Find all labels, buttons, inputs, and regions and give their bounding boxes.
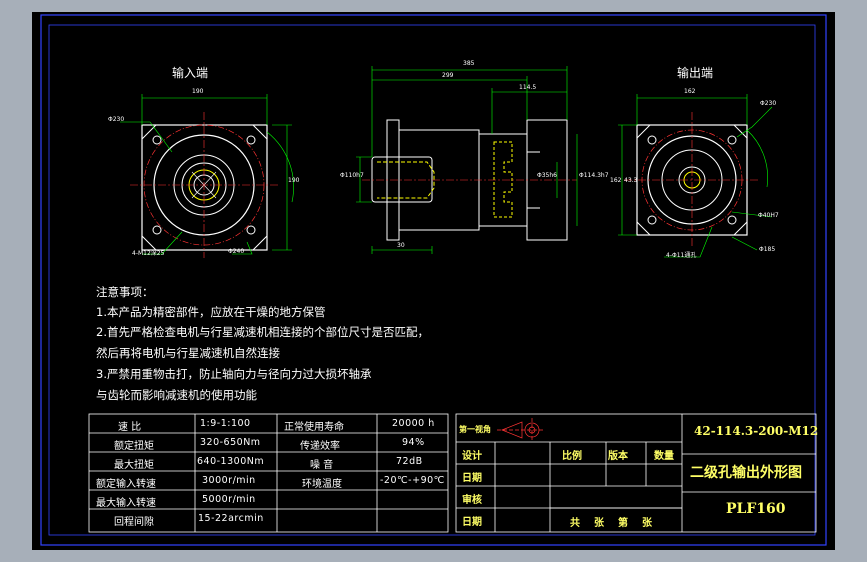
date-label-2: 日期 [462,517,482,528]
spec-label-2: 正常使用寿命 [284,422,344,433]
spec-value-2: 94% [402,437,425,448]
dim-side-dia-1: Φ110h7 [340,172,364,179]
dim-right-1: Φ230 [760,100,777,107]
spec-value-2: 72dB [396,456,423,467]
dim-right-2: 4-Φ11通孔 [666,252,697,259]
spec-label: 最大输入转速 [96,498,156,509]
dim-side-dia-3: Φ114.3h7 [579,172,609,179]
outer-frame [40,14,827,546]
output-end-view [618,94,773,258]
drawing-title: 二级孔输出外形图 [690,465,802,481]
sheets-label: 共 张 第 张 [570,518,654,529]
spec-value: 15-22arcmin [198,513,264,524]
spec-label: 额定扭矩 [114,441,154,452]
spec-table-grid [88,413,449,533]
spec-value: 640-1300Nm [197,456,265,467]
spec-value: 5000r/min [202,494,256,505]
review-label: 审核 [462,495,482,506]
spec-value: 1:9-1:100 [200,418,251,429]
model-code: 42-114.3-200-M12 [694,424,819,438]
projection-label: 第一视角 [459,425,491,434]
note-line-5: 与齿轮而影响减速机的使用功能 [96,388,257,402]
dim-right-4: Φ40H7 [758,212,779,219]
scale-label: 比例 [562,451,582,462]
spec-label-2: 环境温度 [302,479,342,490]
spec-label: 额定输入转速 [96,479,156,490]
design-label: 设计 [462,451,482,462]
quantity-label: 数量 [654,451,674,462]
spec-value-2: 20000 h [392,418,435,429]
notes-heading: 注意事项： [96,285,154,299]
input-end-view [120,94,294,258]
dim-top-1: 385 [463,60,475,67]
dim-left-2: 4-M12深25 [132,250,165,257]
dim-side-dia-2: Φ35h6 [537,172,557,179]
dim-left-width: 190 [192,88,204,95]
spec-label: 回程间隙 [114,517,154,528]
spec-label-2: 噪 音 [310,460,334,471]
spec-label: 速 比 [118,422,142,433]
spec-label-2: 传递效率 [300,441,340,452]
side-view [356,66,578,254]
dim-right-3: Φ185 [759,246,776,253]
projection-symbol [497,418,544,442]
spec-value-2: -20℃-+90℃ [380,475,445,486]
dim-left-side: 190 [288,177,300,184]
spec-value: 320-650Nm [200,437,261,448]
spec-value: 3000r/min [202,475,256,486]
dim-bottom-small: 30 [397,242,405,249]
date-label-1: 日期 [462,473,482,484]
dim-top-3: 114.5 [519,84,537,91]
version-label: 版本 [608,451,628,462]
product-name: PLF160 [726,501,786,517]
drawing-sheet: 输入端 输出端 190 Φ230 4-M12深25 Φ240 190 385 2… [32,12,835,550]
output-end-label: 输出端 [677,66,714,80]
dim-right-small: 43.3 [624,177,638,184]
note-line-3: 然后再将电机与行星减速机自然连接 [96,346,280,360]
dim-left-3: Φ240 [228,248,245,255]
cad-drawing [40,14,827,546]
input-end-label: 输入端 [172,66,209,80]
dim-right-width: 162 [684,88,696,95]
inner-frame [48,24,816,536]
dim-left-1: Φ230 [108,116,125,123]
spec-label: 最大扭矩 [114,460,154,471]
title-block-grid [455,413,817,533]
note-line-2: 2.首先严格检查电机与行星减速机相连接的个部位尺寸是否匹配， [96,325,429,339]
note-line-4: 3.严禁用重物击打，防止轴向力与径向力过大损坏轴承 [96,367,372,381]
note-line-1: 1.本产品为精密部件，应放在干燥的地方保管 [96,305,326,319]
dim-right-side: 162 [610,177,622,184]
dim-top-2: 299 [442,72,454,79]
